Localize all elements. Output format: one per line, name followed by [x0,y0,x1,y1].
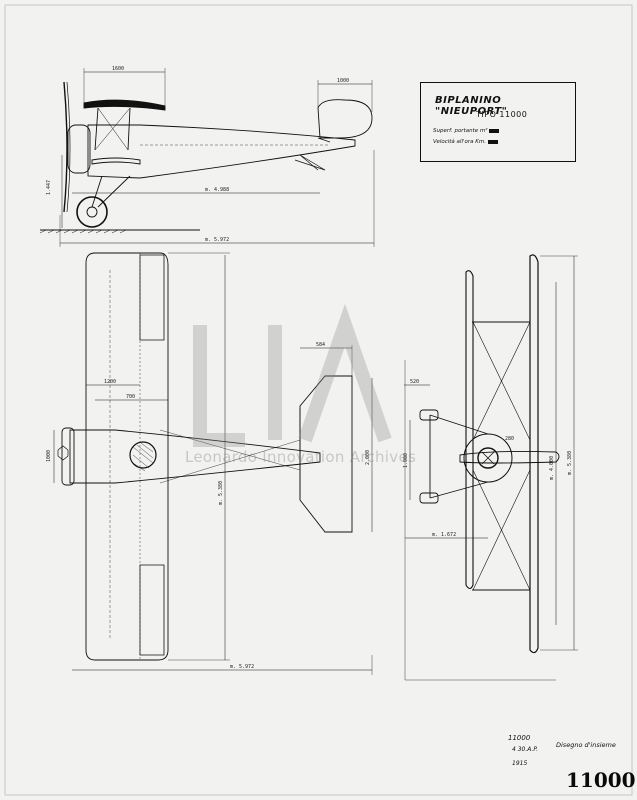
front-view [404,254,578,681]
title-block: BIPLANINO "NIEUPORT" TIPO 11000 Superf. … [420,82,576,162]
stamp-sub: 4 30.A.P. [512,746,539,753]
aircraft-type: TIPO 11000 [476,110,528,119]
dim-fuselage-length: m. 4.988 [205,187,229,193]
redaction-block [489,128,500,133]
watermark-logo [193,303,392,447]
dim-top-wing-chord: 1600 [112,66,124,72]
side-view [39,68,375,247]
dim-plan-length: m. 5.972 [230,664,254,670]
redaction-block [487,139,498,144]
dim-tail-width: 1000 [337,78,349,84]
dim-front-gap: 1.000 [403,453,409,468]
dim-tail-root: 584 [316,342,325,348]
speed-spec: Velocità all'ora Km. [433,139,498,145]
surface-label: Superf. portante m² [433,128,488,134]
sheet-number: 11000 [566,768,636,792]
dim-front-span-b: m. 4.000 [549,456,555,480]
dim-side-left: 1000 [46,450,52,462]
dim-front-small: 280 [505,436,514,442]
dim-front-wheel: 520 [410,379,419,385]
dim-front-half: m. 1.672 [432,532,456,538]
dim-plan-offset: 700 [126,394,135,400]
sheet-border [4,4,633,796]
stamp-label: Disegno d'insieme [556,741,616,749]
dim-tail-span: 2.000 [365,450,371,465]
dim-height: 1.447 [46,180,52,195]
watermark-text: Leonardo Innovation Archives [185,448,417,466]
dim-plan-span: m. 5.380 [218,481,224,505]
plan-view [53,252,373,675]
dim-front-span-a: m. 5.380 [567,451,573,475]
dim-plan-chord: 1200 [104,379,116,385]
stamp-year: 1915 [512,760,528,767]
stamp-number: 11000 [508,734,531,742]
speed-label: Velocità all'ora Km. [433,139,486,145]
surface-spec: Superf. portante m² [433,128,500,134]
dim-overall-length: m. 5.972 [205,237,229,243]
aircraft-name: BIPLANINO "NIEUPORT" [435,95,508,117]
